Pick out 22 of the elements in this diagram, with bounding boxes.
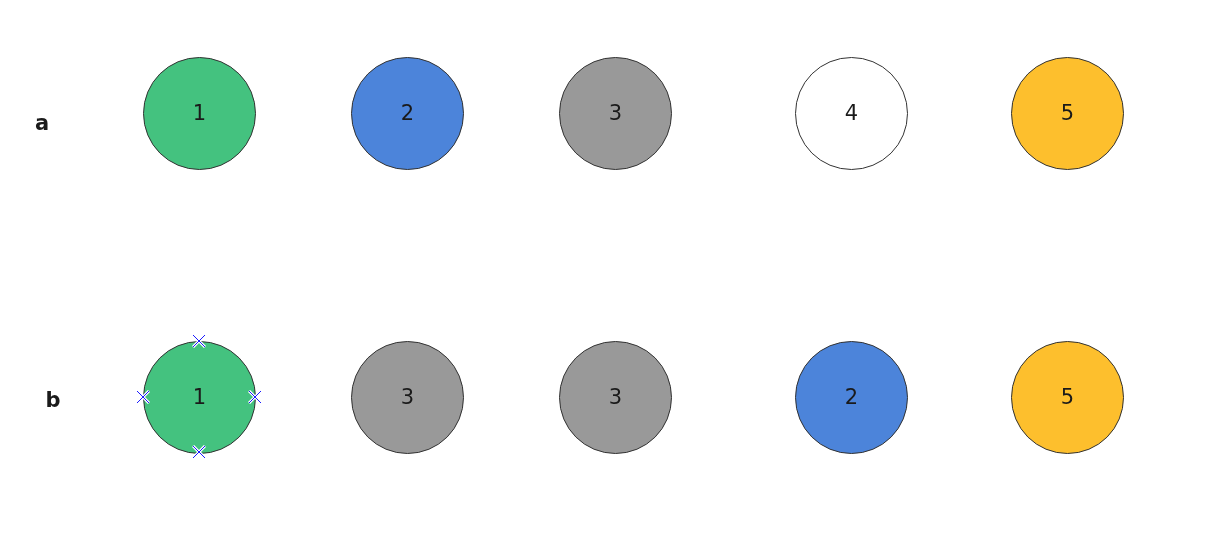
node-number: 5 [1060,101,1075,126]
row-label: a [34,112,50,136]
node-number: 1 [192,101,207,126]
circle-node [795,341,908,454]
circle-node [351,57,464,170]
node-number: 4 [844,101,859,126]
node-number: 5 [1060,385,1075,410]
row-label: b [45,389,61,413]
circle-node [795,57,908,170]
circle-node [351,341,464,454]
circle-node [1011,57,1124,170]
circle-node [143,341,256,454]
circle-node [1011,341,1124,454]
node-number: 1 [192,385,207,410]
circle-node [559,57,672,170]
node-number: 2 [400,101,415,126]
node-number: 3 [608,101,623,126]
node-number: 3 [400,385,415,410]
circle-node [143,57,256,170]
node-number: 2 [844,385,859,410]
circle-node [559,341,672,454]
node-number: 3 [608,385,623,410]
